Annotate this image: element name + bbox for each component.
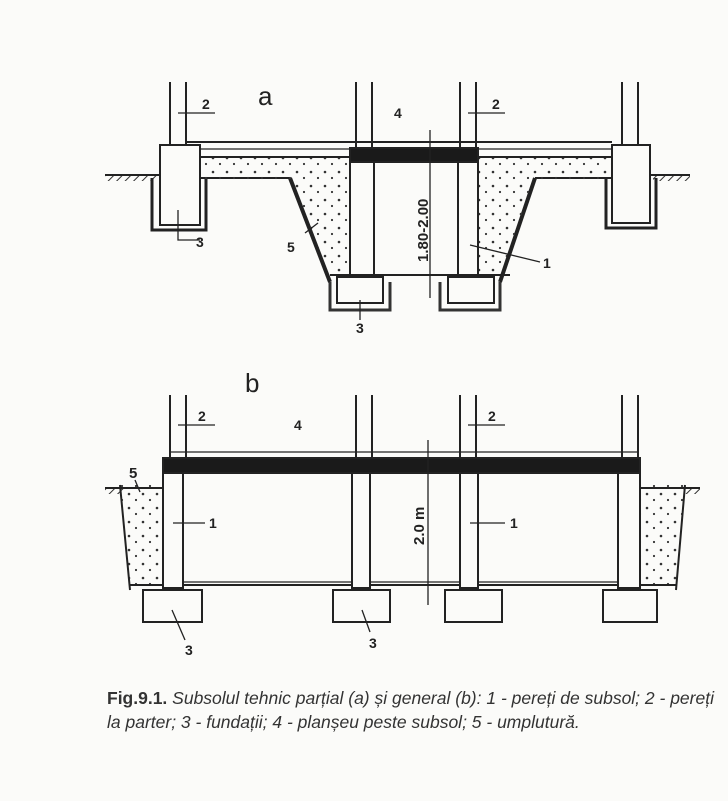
label-walls-ground-a: 2: [202, 96, 210, 112]
caption-text: Subsolul tehnic parțial (a) și general (…: [107, 688, 714, 732]
label-slab-b: 4: [294, 417, 302, 433]
figure-caption: Fig.9.1. Subsolul tehnic parțial (a) și …: [107, 686, 727, 734]
label-walls-ground-a-2: 2: [492, 96, 500, 112]
dimension-b: 2.0 m: [411, 507, 428, 545]
label-walls-ground-b-2: 2: [488, 408, 496, 424]
label-foundation-a-left: 3: [196, 234, 204, 250]
label-basement-wall-b-2: 1: [510, 515, 518, 531]
panel-label-a: a: [258, 81, 273, 111]
label-basement-wall-b: 1: [209, 515, 217, 531]
figure-number: Fig.9.1.: [107, 688, 168, 708]
label-basement-wall-a: 1: [543, 255, 551, 271]
label-foundation-b-center: 3: [369, 635, 377, 651]
label-slab-a: 4: [394, 105, 402, 121]
figure-b: [105, 395, 700, 641]
panel-label-b: b: [245, 368, 259, 398]
label-foundation-a-center: 3: [356, 320, 364, 336]
label-fill-a: 5: [287, 239, 295, 255]
label-walls-ground-b: 2: [198, 408, 206, 424]
figure-a: [105, 82, 690, 320]
label-foundation-b-left: 3: [185, 642, 193, 658]
dimension-a: 1.80-2.00: [415, 199, 432, 262]
label-fill-b: 5: [129, 465, 137, 482]
